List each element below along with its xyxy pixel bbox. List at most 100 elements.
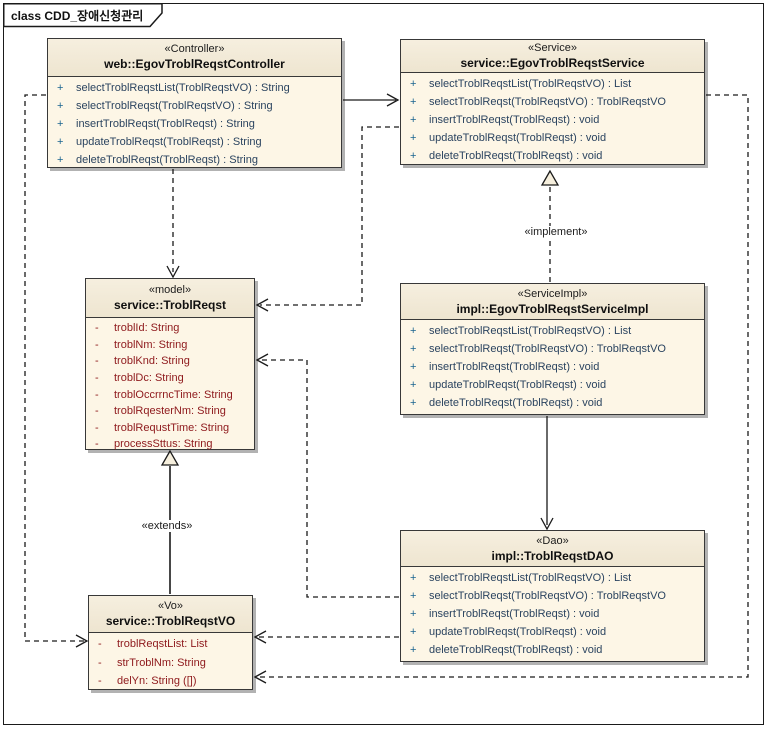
visibility-sign: + <box>57 136 64 148</box>
visibility-sign: - <box>98 656 102 669</box>
service-method-row: + selectTroblReqstList(TroblReqstVO) : Li… <box>401 75 704 93</box>
member-text: selectTroblReqstList(TroblReqstVO) : Lis… <box>429 78 632 90</box>
class-box-model: «model» service::TroblReqst - troblId: St… <box>85 278 255 450</box>
visibility-sign: + <box>410 626 417 638</box>
model-attribute-row: -troblDc: String <box>86 370 254 387</box>
visibility-sign: + <box>57 154 64 166</box>
model-attribute-row: -troblKnd: String <box>86 353 254 370</box>
visibility-sign: + <box>410 590 417 602</box>
class-members: -troblReqstList: List-strTroblNm: String… <box>89 633 252 691</box>
dao-method-row: +selectTroblReqstList(TroblReqstVO) : Li… <box>401 569 704 587</box>
dao-method-row: +updateTroblReqst(TroblReqst) : void <box>401 623 704 641</box>
extends-label: «extends» <box>138 520 196 532</box>
visibility-sign: - <box>95 338 99 351</box>
member-text: insertTroblReqst(TroblReqst) : void <box>429 361 600 373</box>
controller-method-row: + updateTroblReqst(TroblReqst) : String <box>48 133 341 151</box>
service-method-row: + selectTroblReqst(TroblReqstVO) : TroblR… <box>401 93 704 111</box>
model-attribute-row: -troblNm: String <box>86 337 254 354</box>
class-header: «Vo» service::TroblReqstVO <box>89 596 252 633</box>
visibility-sign: + <box>410 572 417 584</box>
model-attribute-row: -troblOccrrncTime: String <box>86 386 254 403</box>
controller-method-row: +selectTroblReqstList(TroblReqstVO) : St… <box>48 79 341 97</box>
controller-method-row: + deleteTroblReqst(TroblReqst) : String <box>48 151 341 169</box>
class-members: -troblId: String-troblNm: String-troblKn… <box>86 318 254 453</box>
service-method-row: + updateTroblReqst(TroblReqst) : void <box>401 129 704 147</box>
member-text: delYn: String ([]) <box>117 675 197 688</box>
model-attribute-row: - troblRqesterNm: String <box>86 403 254 420</box>
member-text: insertTroblReqst(TroblReqst) : void <box>429 114 600 126</box>
class-name: service::TroblReqstVO <box>105 614 236 628</box>
controller-method-row: +insertTroblReqst(TroblReqst) : String <box>48 115 341 133</box>
member-text: troblId: String <box>114 322 180 335</box>
member-text: insertTroblReqst(TroblReqst) : void <box>429 608 600 620</box>
title-tab-shape <box>3 3 163 28</box>
vo-attribute-row: -troblReqstList: List <box>89 635 252 654</box>
visibility-sign: + <box>410 343 417 355</box>
member-text: deleteTroblReqst(TroblReqst) : void <box>429 150 603 162</box>
member-text: troblReqstList: List <box>117 638 208 651</box>
dao-method-row: + insertTroblReqst(TroblReqst) : void <box>401 605 704 623</box>
visibility-sign: + <box>410 379 417 391</box>
visibility-sign: - <box>95 322 99 335</box>
model-attribute-row: - troblRequstTime: String <box>86 420 254 437</box>
class-stereotype: «ServiceImpl» <box>517 288 588 300</box>
visibility-sign: + <box>410 608 417 620</box>
serviceimpl-method-row: +selectTroblReqstList(TroblReqstVO) : Li… <box>401 322 704 340</box>
visibility-sign: + <box>410 132 417 144</box>
serviceimpl-method-row: + updateTroblReqst(TroblReqst) : void <box>401 376 704 394</box>
member-text: processSttus: String <box>114 438 213 451</box>
vo-attribute-row: - strTroblNm: String <box>89 654 252 673</box>
class-header: «model» service::TroblReqst <box>86 279 254 318</box>
class-header: «Controller» web::EgovTroblReqstControll… <box>48 39 341 77</box>
class-box-serviceimpl: «ServiceImpl» impl::EgovTroblReqstServic… <box>400 283 705 415</box>
member-text: troblRequstTime: String <box>114 421 230 434</box>
visibility-sign: + <box>410 150 417 162</box>
member-text: troblRqesterNm: String <box>114 405 226 418</box>
visibility-sign: - <box>95 372 99 385</box>
visibility-sign: - <box>98 675 102 688</box>
service-method-row: + insertTroblReqst(TroblReqst) : void <box>401 111 704 129</box>
visibility-sign: - <box>95 405 99 418</box>
visibility-sign: + <box>410 96 417 108</box>
visibility-sign: + <box>57 100 64 112</box>
dao-method-row: +deleteTroblReqst(TroblReqst) : void <box>401 641 704 659</box>
member-text: insertTroblReqst(TroblReqst) : String <box>76 118 255 130</box>
model-attribute-row: - processSttus: String <box>86 436 254 453</box>
diagram-title: class CDD_장애신청관리 <box>11 9 144 23</box>
controller-method-row: +selectTroblReqst(TroblReqstVO) : String <box>48 97 341 115</box>
class-name: service::TroblReqst <box>113 298 227 312</box>
dao-method-row: + selectTroblReqst(TroblReqstVO) : TroblR… <box>401 587 704 605</box>
member-text: selectTroblReqst(TroblReqstVO) : TroblRe… <box>429 343 666 355</box>
visibility-sign: - <box>95 421 99 434</box>
class-box-dao: «Dao» impl::TroblReqstDAO +selectTroblRe… <box>400 530 705 662</box>
service-method-row: + deleteTroblReqst(TroblReqst) : void <box>401 147 704 165</box>
member-text: selectTroblReqst(TroblReqstVO) : TroblRe… <box>429 96 666 108</box>
member-text: troblKnd: String <box>114 355 190 368</box>
class-box-service: «Service» service::EgovTroblReqstService… <box>400 39 705 165</box>
visibility-sign: + <box>57 82 64 94</box>
visibility-sign: + <box>410 397 417 409</box>
member-text: selectTroblReqstList(TroblReqstVO) : Lis… <box>429 325 632 337</box>
member-text: strTroblNm: String <box>117 656 206 669</box>
member-text: selectTroblReqst(TroblReqstVO) : TroblRe… <box>429 590 666 602</box>
class-header: «Dao» impl::TroblReqstDAO <box>401 531 704 567</box>
member-text: updateTroblReqst(TroblReqst) : void <box>429 132 607 144</box>
visibility-sign: + <box>410 114 417 126</box>
visibility-sign: + <box>410 361 417 373</box>
class-box-vo: «Vo» service::TroblReqstVO -troblReqstLi… <box>88 595 253 690</box>
member-text: deleteTroblReqst(TroblReqst) : void <box>429 397 603 409</box>
member-text: updateTroblReqst(TroblReqst) : void <box>429 379 607 391</box>
class-members: +selectTroblReqstList(TroblReqstVO) : Li… <box>401 567 704 659</box>
class-stereotype: «Service» <box>528 42 577 54</box>
visibility-sign: - <box>95 438 99 451</box>
member-text: deleteTroblReqst(TroblReqst) : String <box>76 154 258 166</box>
class-stereotype: «model» <box>148 284 192 296</box>
member-text: troblOccrrncTime: String <box>114 388 233 401</box>
member-text: updateTroblReqst(TroblReqst) : String <box>76 136 262 148</box>
visibility-sign: + <box>410 78 417 90</box>
class-stereotype: «Dao» <box>536 535 569 547</box>
diagram-title-tab: class CDD_장애신청관리 <box>3 3 163 28</box>
class-name: service::EgovTroblReqstService <box>460 56 645 70</box>
serviceimpl-method-row: + insertTroblReqst(TroblReqst) : void <box>401 358 704 376</box>
class-members: + selectTroblReqstList(TroblReqstVO) : Li… <box>401 73 704 165</box>
